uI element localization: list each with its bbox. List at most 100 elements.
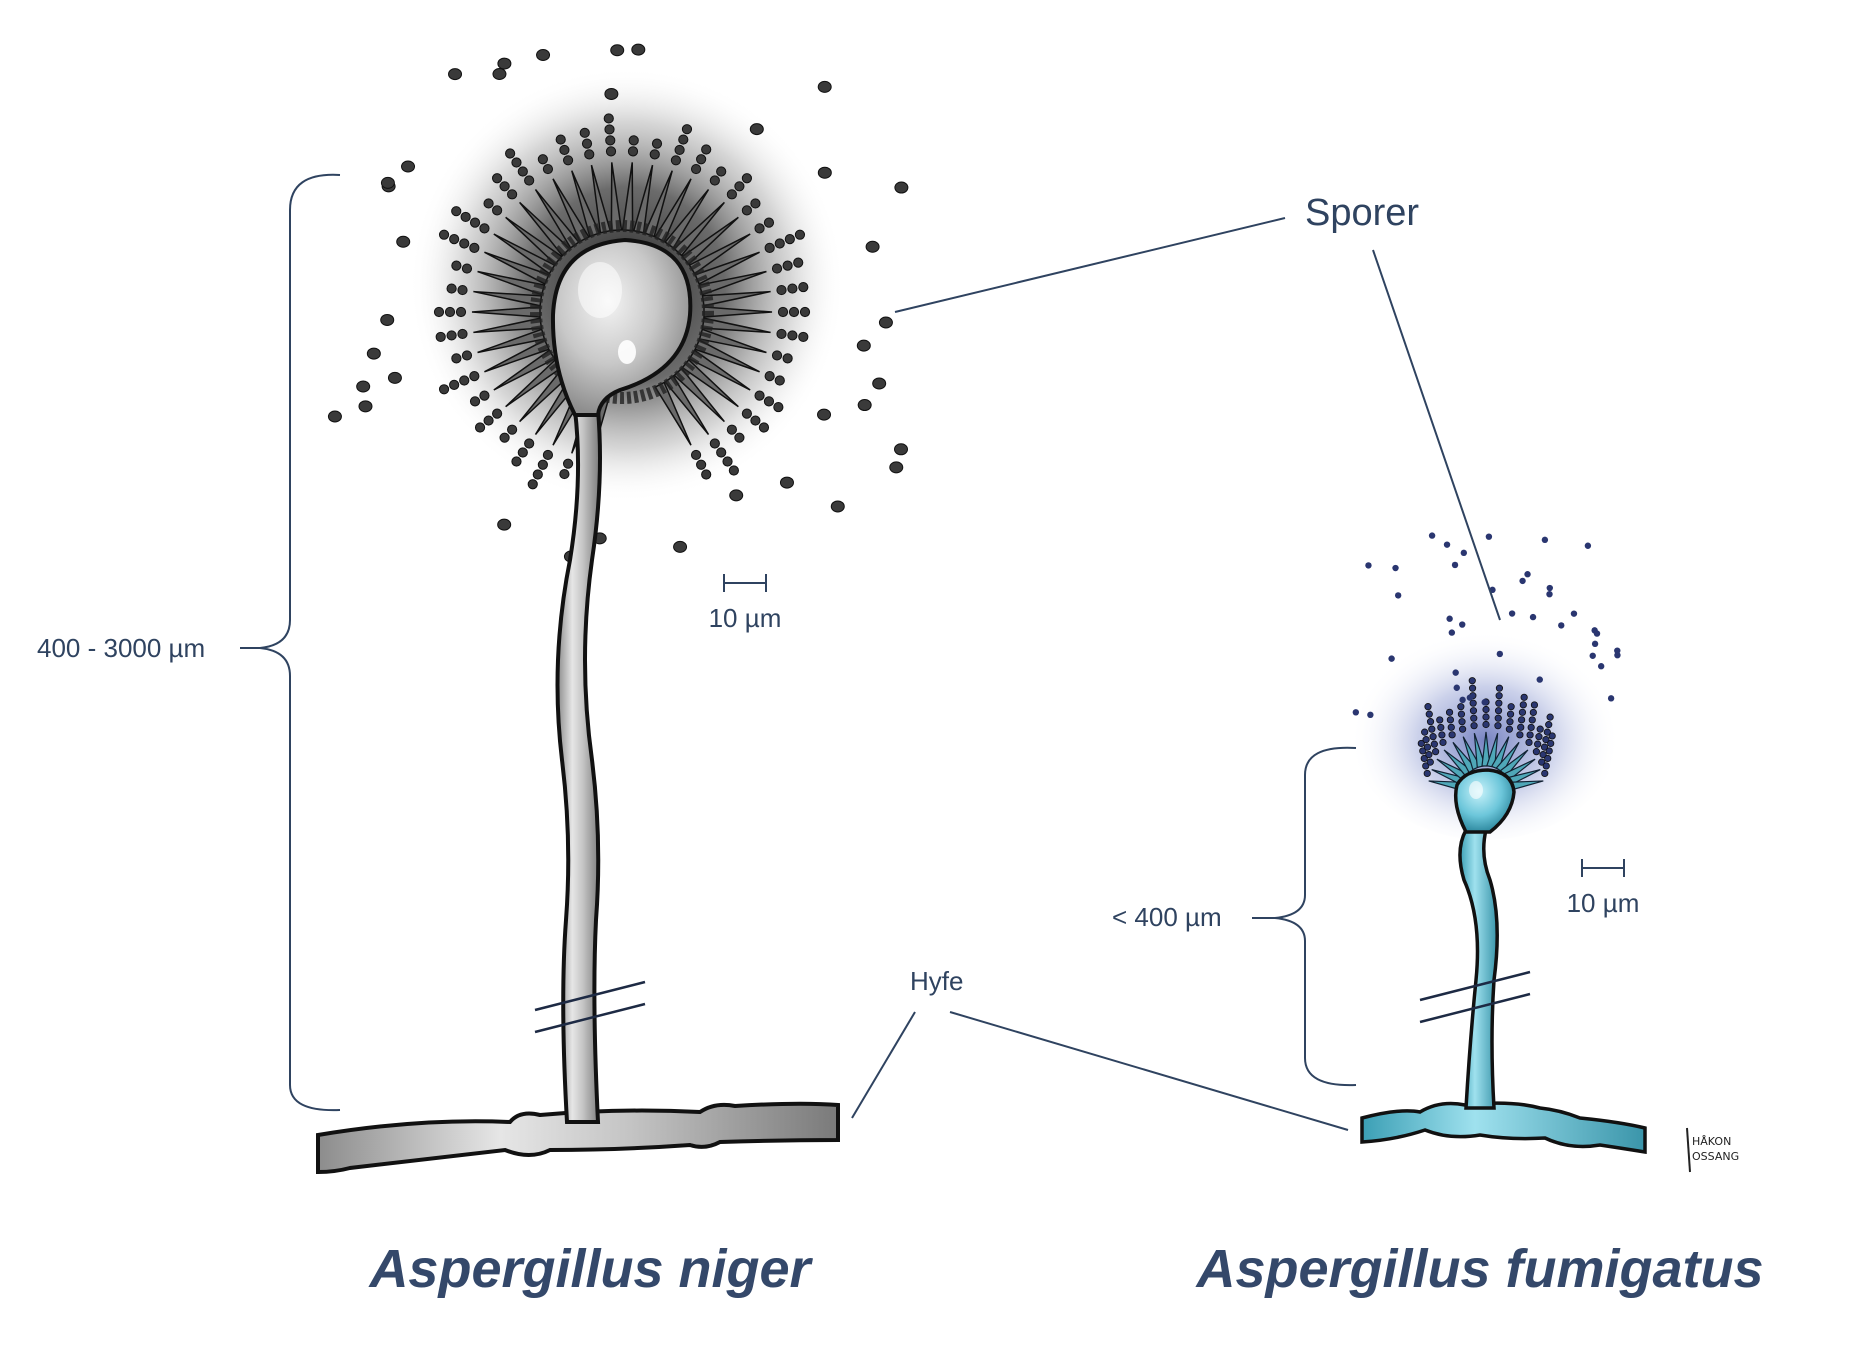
niger-spore-chain-bead <box>776 284 787 296</box>
fumigatus-loose-spore <box>1529 613 1537 621</box>
fumigatus-spore-chain-bead <box>1459 725 1467 733</box>
niger-spore-chain-bead <box>555 134 566 145</box>
niger-phialide <box>519 201 571 257</box>
niger-spore-chain-bead <box>511 157 522 168</box>
niger-loose-spore <box>894 181 909 194</box>
niger-phialide <box>477 270 546 296</box>
fumigatus-loose-spore <box>1496 650 1504 658</box>
niger-phialide <box>493 349 556 391</box>
fumigatus-loose-spore <box>1614 651 1621 659</box>
artist-signature: HÅKON OSSANG <box>1686 1127 1739 1173</box>
niger-spore-chain-bead <box>499 432 510 443</box>
fumigatus-species-name: Aspergillus fumigatus <box>1194 1239 1763 1299</box>
niger-spore-chain-bead <box>542 449 554 461</box>
niger-hypha <box>316 1101 840 1175</box>
niger-spore-chain-bead <box>524 438 535 449</box>
fumigatus-spore-chain-bead <box>1528 716 1536 724</box>
fumigatus-loose-spore <box>1452 669 1459 676</box>
fumigatus-spore-chain-bead <box>1532 748 1540 756</box>
niger-spore-chain-bead <box>542 163 554 175</box>
niger-loose-spore <box>872 377 887 390</box>
niger-spore-chain-bead <box>505 148 516 159</box>
niger-phialide <box>654 178 692 243</box>
fumigatus-spore-chain-bead <box>1436 716 1444 724</box>
fumigatus-scale-bar <box>1581 859 1625 877</box>
niger-loose-spore <box>380 313 395 326</box>
niger-spore-chain-bead <box>798 331 809 343</box>
niger-spore-chain-bead <box>579 127 590 138</box>
fumigatus-loose-spore <box>1591 640 1599 648</box>
niger-phialide <box>610 162 623 232</box>
niger-spore-chain-bead <box>527 479 538 490</box>
fumigatus-illustration <box>1350 532 1647 1155</box>
niger-spore-chain-bead <box>483 415 494 426</box>
niger-loose-spore <box>387 371 402 384</box>
niger-loose-spore <box>380 176 395 189</box>
fumigatus-loose-spore <box>1589 652 1596 659</box>
fumigatus-spore-chain-bead <box>1527 723 1535 732</box>
fumigatus-loose-spore <box>1597 663 1605 670</box>
niger-loose-spore <box>327 410 342 423</box>
niger-spore-chain-bead <box>701 469 712 480</box>
niger-spore-chain-bead <box>649 149 660 160</box>
signature-line-2: OSSANG <box>1692 1150 1739 1163</box>
fumigatus-loose-spore <box>1451 561 1459 569</box>
niger-spore-chain-bead <box>532 469 543 480</box>
niger-spore-chain-bead <box>537 459 548 470</box>
fumigatus-spore-chain-bead <box>1426 718 1435 726</box>
niger-spore-chain-bead <box>726 189 737 200</box>
niger-spore-chain-bead <box>709 438 720 449</box>
fumigatus-spore-chain-bead <box>1438 731 1446 739</box>
niger-spore-chain-bead <box>701 144 712 155</box>
niger-loose-spore <box>673 540 688 553</box>
fumigatus-spore-chain-bead <box>1425 710 1433 718</box>
fumigatus-spore-chain-bead <box>1518 708 1527 716</box>
fumigatus-spore-chain-bead <box>1545 721 1553 729</box>
fumigatus-spore-chain-bead <box>1507 703 1515 711</box>
fumigatus-spore-chain-bead <box>1422 736 1430 744</box>
fumigatus-spore-chain-bead <box>1417 739 1425 748</box>
fumigatus-phialide <box>1481 731 1491 767</box>
niger-spore-chain-bead <box>517 166 528 177</box>
fumigatus-loose-spore <box>1584 542 1592 549</box>
fumigatus-spore-chain-bead <box>1529 708 1537 717</box>
fumigatus-spore-chain-bead <box>1495 699 1503 707</box>
fumigatus-spore-chain-bead <box>1482 713 1490 721</box>
fumigatus-spore-chain-bead <box>1516 731 1524 739</box>
niger-phialide <box>552 178 590 243</box>
niger-spore-chain-bead <box>627 146 639 157</box>
niger-spore-chain-bead <box>457 284 468 296</box>
niger-spore-chain-bead <box>474 422 486 433</box>
niger-phialide <box>473 317 543 334</box>
fumigatus-spore-chain-bead <box>1457 710 1466 718</box>
niger-spore-chain-bead <box>507 189 518 200</box>
fumigatus-spore-chain-bead <box>1542 736 1550 744</box>
fumigatus-spore-chain-bead <box>1541 769 1549 778</box>
niger-spore-chain-bead <box>728 465 739 476</box>
fumigatus-loose-spore <box>1448 629 1456 636</box>
fumigatus-loose-spore <box>1365 562 1372 569</box>
fumigatus-phialide <box>1495 741 1520 774</box>
niger-spore-chain-bead <box>492 408 503 419</box>
niger-spore-chain-bead <box>469 396 481 407</box>
fumigatus-loose-spore <box>1508 610 1516 617</box>
niger-spore-chain-bead <box>734 181 745 192</box>
fumigatus-loose-spore <box>1546 584 1553 592</box>
niger-spore-chain-bead <box>537 154 548 165</box>
niger-loose-spore <box>631 43 646 56</box>
fumigatus-spore-chain-bead <box>1495 692 1503 700</box>
niger-spore-chain-bead <box>479 223 490 234</box>
fumigatus-spore-chain-bead <box>1506 718 1514 726</box>
niger-spore-chain-bead <box>750 415 761 426</box>
fumigatus-spore-chain-bead <box>1448 731 1456 739</box>
niger-loose-spore <box>401 160 416 173</box>
fumigatus-spore-chain-bead <box>1470 722 1478 730</box>
fumigatus-spore-chain-bead <box>1548 732 1556 740</box>
niger-spore-chain-bead <box>605 135 616 146</box>
niger-loose-spore <box>366 347 381 360</box>
niger-spore-chain-bead <box>758 422 770 433</box>
niger-spore-chain-bead <box>603 113 614 124</box>
niger-spore-chain-bead <box>741 408 752 419</box>
niger-spore-chain-bead <box>628 135 639 146</box>
